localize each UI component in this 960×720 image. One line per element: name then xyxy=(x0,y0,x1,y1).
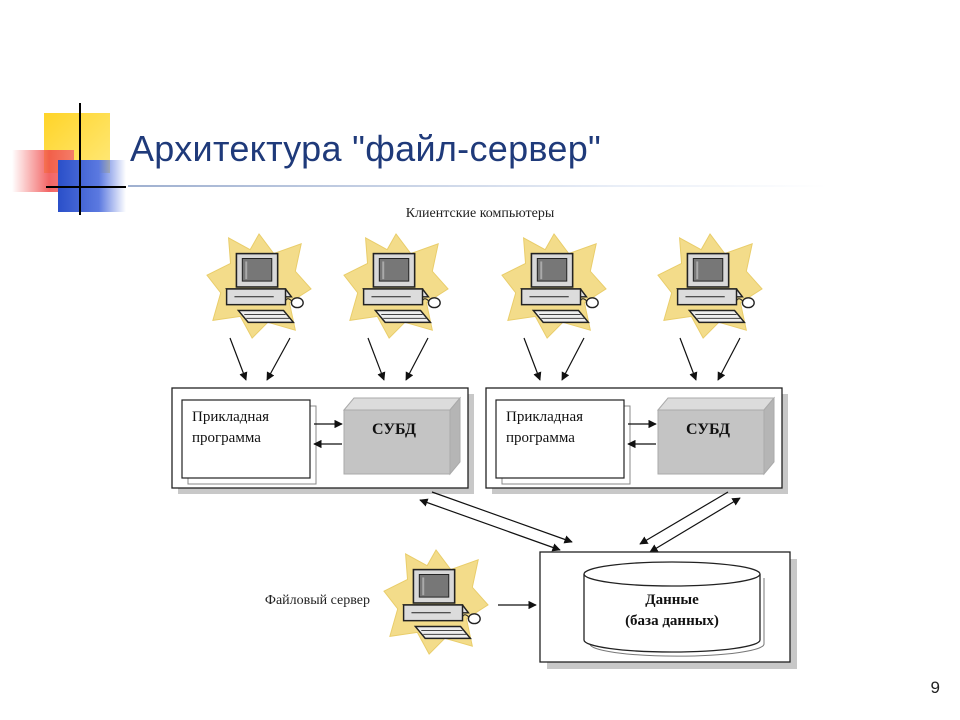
client-arrows xyxy=(229,337,741,381)
client-computer-icon xyxy=(205,232,313,340)
client-computer-icon xyxy=(500,232,608,340)
dbms-box xyxy=(657,409,765,475)
application-box xyxy=(495,399,625,479)
application-label-line1: Прикладная xyxy=(192,409,269,425)
client-computer-icon xyxy=(656,232,764,340)
clients-label: Клиентские компьютеры xyxy=(405,206,555,221)
decor-horizontal-line xyxy=(46,186,126,188)
application-label-line2: программа xyxy=(506,430,575,446)
data-links xyxy=(419,491,741,553)
page-number: 9 xyxy=(930,678,940,697)
slide-title: Архитектура "файл-сервер" xyxy=(130,128,602,169)
dbms-box xyxy=(343,409,451,475)
title-underline xyxy=(128,185,828,187)
dbms-label: СУБД xyxy=(686,421,730,438)
client-computer-icon xyxy=(342,232,450,340)
application-label-line2: программа xyxy=(192,430,261,446)
client-node-2: Прикладная программа СУБД xyxy=(485,387,788,494)
file-server-computer-icon xyxy=(382,548,490,656)
data-store: Данные (база данных) xyxy=(539,551,797,669)
application-box xyxy=(181,399,311,479)
client-node-1: Прикладная программа СУБД xyxy=(171,387,474,494)
data-store-label-line2: (база данных) xyxy=(625,613,719,629)
database-cylinder xyxy=(583,574,761,653)
data-store-label-line1: Данные xyxy=(645,592,699,608)
dbms-label: СУБД xyxy=(372,421,416,438)
application-label-line1: Прикладная xyxy=(506,409,583,425)
file-server-label: Файловый сервер xyxy=(264,593,370,608)
decor-vertical-line xyxy=(79,103,81,215)
